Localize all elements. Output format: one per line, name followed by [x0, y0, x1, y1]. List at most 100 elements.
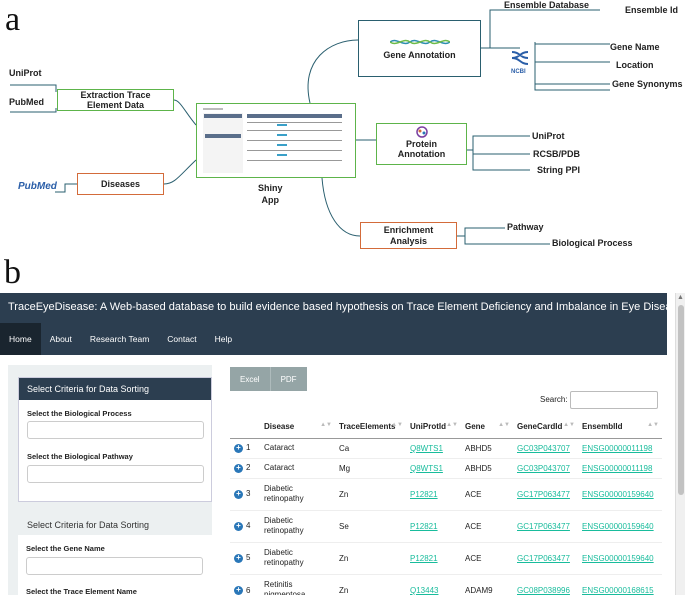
vertical-scrollbar[interactable]: ▲ [675, 293, 685, 595]
col-disease[interactable]: Disease▲▼ [260, 416, 335, 439]
gene-value: ABHD5 [465, 463, 492, 473]
cell-genecard: GC08P038996 [513, 573, 578, 595]
sort-icon[interactable]: ▲▼ [647, 422, 659, 428]
gene-annotation-label: Gene Annotation [383, 50, 456, 61]
cell-genecard: GC17P063477 [513, 509, 578, 542]
data-table: Disease▲▼ TraceElements▲▼ UniProtId▲▼ Ge… [230, 416, 662, 595]
cell-trace: Ca [335, 437, 406, 458]
sort-icon[interactable]: ▲▼ [320, 422, 332, 428]
ensembl-link[interactable]: ENSG00000168615 [582, 585, 654, 595]
cell-genecard: GC17P063477 [513, 477, 578, 510]
genecard-link[interactable]: GC08P038996 [517, 585, 570, 595]
col-ensembl-id[interactable]: EnsemblId▲▼ [578, 416, 662, 439]
expand-row-icon[interactable]: + [234, 443, 243, 453]
cell-uniprot: P12821 [406, 541, 461, 574]
diseases-node: Diseases [77, 173, 164, 195]
search-input[interactable] [570, 391, 658, 409]
scroll-up-icon[interactable]: ▲ [677, 294, 684, 301]
leaf-location: Location [616, 60, 654, 70]
excel-button[interactable]: Excel [230, 367, 270, 391]
expand-row-icon[interactable]: + [234, 463, 243, 473]
gene-name-select[interactable] [26, 557, 203, 575]
search-label: Search: [540, 395, 568, 404]
genecard-link[interactable]: GC03P043707 [517, 463, 570, 473]
genecard-link[interactable]: GC17P063477 [517, 553, 570, 563]
ensembl-link[interactable]: ENSG00000159640 [582, 489, 654, 499]
scroll-thumb[interactable] [678, 305, 684, 495]
tab-home[interactable]: Home [0, 323, 41, 355]
uniprot-link[interactable]: P12821 [410, 553, 438, 563]
sort-icon[interactable]: ▲▼ [498, 422, 510, 428]
gene-value: ADAM9 [465, 585, 493, 595]
protein-icon [416, 126, 428, 138]
disease-value: Cataract [264, 443, 295, 452]
biological-pathway-select[interactable] [27, 465, 204, 483]
expand-row-icon[interactable]: + [234, 553, 243, 563]
genecard-link[interactable]: GC03P043707 [517, 443, 570, 453]
ensembl-link[interactable]: ENSG00000159640 [582, 521, 654, 531]
disease-value: Diabetic retinopathy [264, 484, 304, 503]
cell-disease: Cataract [260, 437, 335, 458]
ensembl-link[interactable]: ENSG00000159640 [582, 553, 654, 563]
tab-contact[interactable]: Contact [167, 334, 197, 344]
trace-value: Zn [339, 585, 349, 595]
trace-value: Zn [339, 489, 349, 499]
gene-value: ACE [465, 553, 482, 563]
trace-value: Ca [339, 443, 350, 453]
uniprot-link[interactable]: Q8WTS1 [410, 443, 443, 453]
expand-row-icon[interactable]: + [234, 489, 243, 499]
row-number: 6 [246, 585, 251, 595]
pdf-button[interactable]: PDF [269, 367, 307, 391]
cell-uniprot: P12821 [406, 509, 461, 542]
cell-gene: ACE [461, 477, 513, 510]
tab-research-team[interactable]: Research Team [89, 334, 150, 344]
cell-ensembl: ENSG00000159640 [578, 509, 662, 542]
leaf-ensemble-id: Ensemble Id [625, 5, 679, 15]
pubmed-logo: PubMed [18, 181, 57, 192]
uniprot-link[interactable]: Q13443 [410, 585, 439, 595]
cell-index: +3 [230, 477, 260, 510]
cell-uniprot: P12821 [406, 477, 461, 510]
leaf-string-ppi: String PPI [537, 165, 581, 175]
ncbi-helix-icon [511, 51, 529, 65]
genecard-link[interactable]: GC17P063477 [517, 489, 570, 499]
disease-value: Cataract [264, 463, 295, 472]
cell-disease: Diabetic retinopathy [260, 509, 335, 542]
row-number: 2 [246, 463, 251, 473]
uniprot-link[interactable]: P12821 [410, 489, 438, 499]
tab-help[interactable]: Help [214, 334, 233, 344]
cell-disease: Retinitis pigmentosa [260, 573, 335, 595]
sort-icon[interactable]: ▲▼ [563, 422, 575, 428]
expand-row-icon[interactable]: + [234, 521, 243, 531]
leaf-ensemble-db: Ensemble Database [504, 0, 590, 10]
cell-gene: ABHD5 [461, 457, 513, 478]
tab-about[interactable]: About [49, 334, 72, 344]
ensembl-link[interactable]: ENSG00000011198 [582, 443, 653, 453]
col-uniprot-id[interactable]: UniProtId▲▼ [406, 416, 461, 439]
cell-ensembl: ENSG00000159640 [578, 477, 662, 510]
app-screenshot: TraceEyeDisease: A Web-based database to… [0, 293, 685, 595]
uniprot-link[interactable]: P12821 [410, 521, 438, 531]
biological-process-select[interactable] [27, 421, 204, 439]
sort-icon[interactable]: ▲▼ [391, 422, 403, 428]
criteria-box-2: Select the Gene Name Select the Trace El… [18, 535, 212, 595]
col-trace-elements[interactable]: TraceElements▲▼ [335, 416, 406, 439]
genecard-link[interactable]: GC17P063477 [517, 521, 570, 531]
cell-uniprot: Q8WTS1 [406, 437, 461, 458]
ensembl-link[interactable]: ENSG00000011198 [582, 463, 653, 473]
uniprot-link[interactable]: Q8WTS1 [410, 463, 443, 473]
sort-icon[interactable]: ▲▼ [446, 422, 458, 428]
cell-index: +4 [230, 509, 260, 542]
col-genecard-id[interactable]: GeneCardId▲▼ [513, 416, 578, 439]
cell-index: +5 [230, 541, 260, 574]
col-gene[interactable]: Gene▲▼ [461, 416, 513, 439]
expand-row-icon[interactable]: + [234, 585, 243, 595]
cell-ensembl: ENSG00000011198 [578, 437, 662, 458]
disease-value: Diabetic retinopathy [264, 548, 304, 567]
